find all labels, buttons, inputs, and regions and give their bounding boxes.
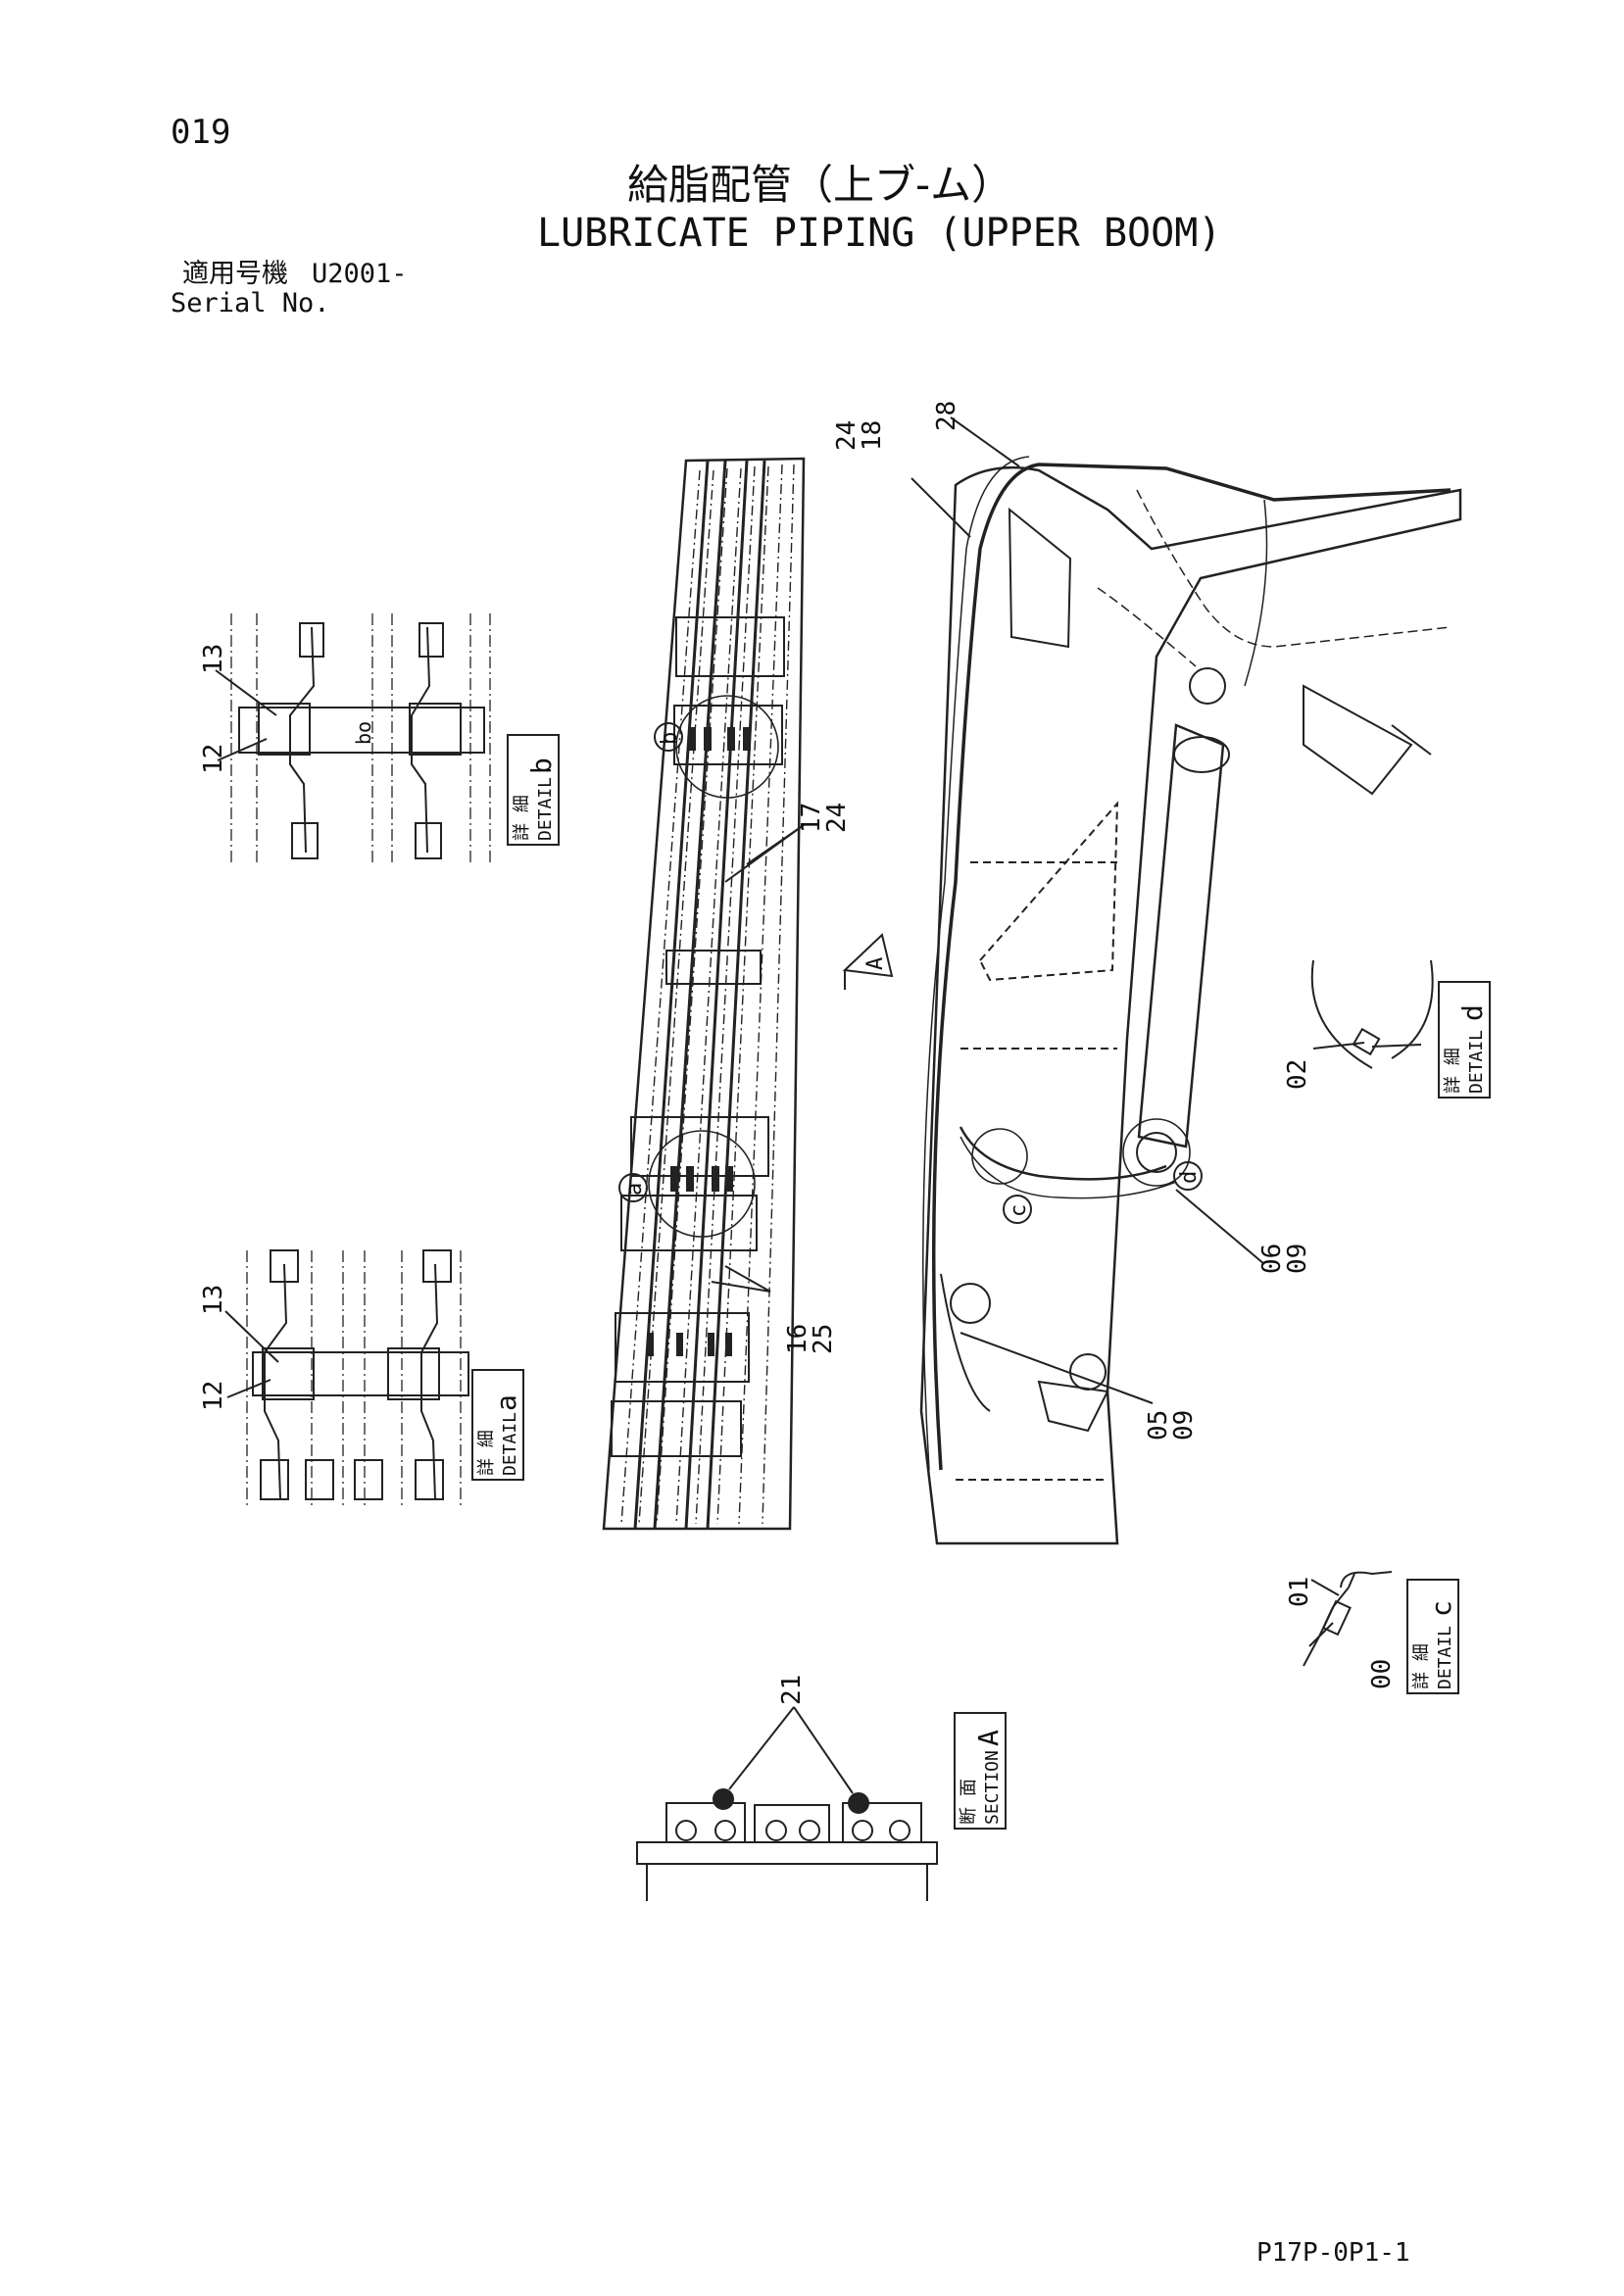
boom-side-view <box>910 416 1462 1545</box>
detail-b-drawing <box>215 613 491 862</box>
title-english: LUBRICATE PIPING (UPPER BOOM) <box>537 211 1222 256</box>
callout-16: 16 <box>783 1324 812 1354</box>
detail-d-box-frame <box>1438 981 1491 1099</box>
callout-24: 24 <box>832 420 861 451</box>
detail-c-drawing <box>1303 1571 1393 1667</box>
callout-12-detail-a: 12 <box>199 1381 228 1411</box>
callout-12-detail-b: 12 <box>199 744 228 774</box>
detail-d-en: DETAIL <box>1466 1030 1487 1094</box>
marker-section-arrow: A <box>863 957 888 970</box>
detail-b-jp: 詳 細 <box>512 795 532 841</box>
section-a-jp: 断 面 <box>959 1779 979 1825</box>
callout-21: 21 <box>777 1675 807 1705</box>
detail-d-jp: 詳 細 <box>1443 1048 1463 1094</box>
callout-06: 06 <box>1257 1244 1287 1274</box>
serial-number-value: U2001- <box>312 259 408 289</box>
detail-d-letter: d <box>1456 1004 1489 1021</box>
callout-24-b: 24 <box>822 803 852 833</box>
callout-00: 00 <box>1367 1659 1397 1689</box>
detail-c-en: DETAIL <box>1435 1626 1455 1689</box>
section-a-drawing <box>636 1706 938 1901</box>
callout-05: 05 <box>1144 1410 1173 1441</box>
callout-02: 02 <box>1283 1059 1312 1090</box>
callout-01: 01 <box>1285 1577 1314 1607</box>
detail-a-en: DETAIL <box>500 1412 520 1476</box>
marker-a: a <box>622 1183 647 1196</box>
callout-18: 18 <box>858 420 887 451</box>
callout-17: 17 <box>797 803 826 833</box>
detail-a-box-frame <box>471 1369 524 1481</box>
document-code: P17P-0P1-1 <box>1256 2238 1410 2268</box>
detail-c-letter: c <box>1425 1600 1457 1617</box>
detail-c-box-frame <box>1406 1579 1459 1694</box>
boom-top-view <box>602 457 806 1531</box>
callout-13-detail-b: 13 <box>199 644 228 674</box>
callout-09-a: 09 <box>1169 1410 1199 1441</box>
callout-28: 28 <box>932 401 961 431</box>
detail-c-jp: 詳 細 <box>1411 1643 1432 1689</box>
marker-bo: bo <box>352 721 375 745</box>
section-a-letter: A <box>972 1730 1005 1746</box>
serial-label-japanese: 適用号機 <box>182 259 288 289</box>
serial-label-english: Serial No. <box>171 288 330 318</box>
callout-25: 25 <box>809 1324 838 1354</box>
section-a-en: SECTION <box>982 1750 1003 1825</box>
detail-b-letter: b <box>525 757 558 774</box>
page-number: 019 <box>171 113 231 152</box>
section-a-box-frame <box>954 1712 1007 1830</box>
marker-b: b <box>658 732 682 745</box>
detail-a-letter: a <box>490 1394 522 1411</box>
detail-d-drawing <box>1310 959 1434 1069</box>
title-japanese: 給脂配管（上ブ-ム） <box>627 161 1013 209</box>
detail-a-jp: 詳 細 <box>476 1430 497 1476</box>
section-arrow-a <box>842 933 894 990</box>
callout-09-b: 09 <box>1283 1244 1312 1274</box>
callout-13-detail-a: 13 <box>199 1285 228 1315</box>
marker-c: c <box>1007 1204 1031 1217</box>
detail-b-box-frame <box>507 734 560 846</box>
detail-a-drawing <box>224 1249 469 1509</box>
detail-b-en: DETAIL <box>535 777 556 841</box>
marker-d: d <box>1177 1171 1202 1184</box>
